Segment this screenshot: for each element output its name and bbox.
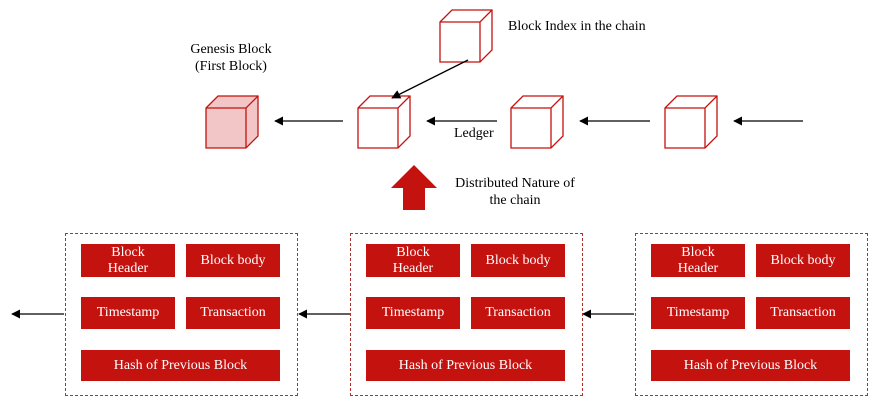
chain-cube-2-icon — [510, 95, 564, 149]
block-header-line1: Block — [396, 244, 430, 260]
arrow-index-to-cube1 — [391, 59, 469, 99]
block-panel-1: Block Header Block body Timestamp Transa… — [65, 233, 298, 396]
block-header-line1: Block — [111, 244, 145, 260]
block-header-tile: Block Header — [81, 244, 175, 277]
block-header-line1: Block — [681, 244, 715, 260]
timestamp-tile: Timestamp — [651, 297, 745, 329]
block-index-label: Block Index in the chain — [508, 19, 646, 34]
block-panel-2: Block Header Block body Timestamp Transa… — [350, 233, 583, 396]
genesis-label: Genesis Block (First Block) — [186, 41, 276, 75]
cube-index-icon — [439, 9, 493, 63]
block-body-tile: Block body — [186, 244, 280, 277]
block-header-line2: Header — [392, 260, 434, 276]
genesis-label-line1: Genesis Block — [190, 42, 272, 57]
transaction-tile: Transaction — [186, 297, 280, 329]
timestamp-tile: Timestamp — [366, 297, 460, 329]
distributed-label-line2: the chain — [489, 193, 541, 208]
block-body-tile: Block body — [471, 244, 565, 277]
block-header-tile: Block Header — [366, 244, 460, 277]
transaction-tile: Transaction — [756, 297, 850, 329]
timestamp-tile: Timestamp — [81, 297, 175, 329]
ledger-label: Ledger — [454, 126, 494, 141]
distributed-label-line1: Distributed Nature of — [455, 176, 575, 191]
up-arrow-icon — [391, 165, 437, 210]
distributed-label: Distributed Nature of the chain — [446, 175, 584, 209]
block-header-line2: Header — [107, 260, 149, 276]
genesis-label-line2: (First Block) — [195, 59, 267, 74]
block-header-line2: Header — [677, 260, 719, 276]
transaction-tile: Transaction — [471, 297, 565, 329]
block-body-tile: Block body — [756, 244, 850, 277]
hash-previous-block-tile: Hash of Previous Block — [366, 350, 565, 381]
block-panel-3: Block Header Block body Timestamp Transa… — [635, 233, 868, 396]
chain-cube-1-icon — [357, 95, 411, 149]
genesis-cube-icon — [205, 95, 259, 149]
hash-previous-block-tile: Hash of Previous Block — [81, 350, 280, 381]
hash-previous-block-tile: Hash of Previous Block — [651, 350, 850, 381]
block-header-tile: Block Header — [651, 244, 745, 277]
chain-cube-3-icon — [664, 95, 718, 149]
